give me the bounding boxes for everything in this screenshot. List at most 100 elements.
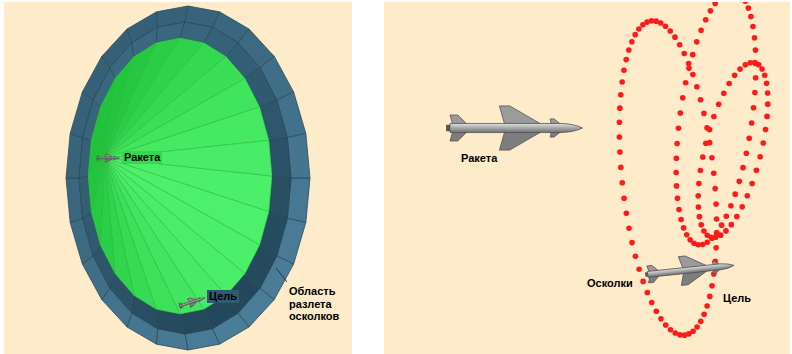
label-text: Осколки [585,277,635,290]
fragment-dot [724,213,730,219]
label-text: Область разлета осколков [287,285,341,323]
fragment-dot [719,222,725,228]
fragment-dot [678,110,684,116]
fragment-dot [663,23,669,29]
fragment-dot [695,193,701,199]
fragment-dot [617,134,623,140]
fragment-dot [658,316,664,322]
fragment-dot [619,79,625,85]
fragment-dot [721,90,727,96]
fragment-dot [676,126,682,132]
fragment-dot [726,81,732,87]
fragment-dot [740,165,746,171]
fragment-dot [711,170,717,176]
fragment-dot [745,193,751,199]
band-facet [269,176,291,218]
fragment-dot [636,266,642,272]
fragment-dot [683,80,689,86]
fragment-dot [703,17,709,23]
fragment-dot [746,135,752,141]
fragment-rings [446,2,770,338]
fragment-dot [701,111,707,117]
fragment-dot [694,39,700,45]
fragment-dot [751,105,757,111]
fragment-dot [752,90,758,96]
fragment-dot [690,72,696,78]
fragment-dot [754,168,760,174]
fragment-dot [709,283,715,289]
fragment-dot [626,47,632,53]
label-text: Цель [721,292,753,305]
fragment-dot [687,237,693,243]
fragment-dot [694,84,700,90]
fragment-dot [765,101,771,107]
fragment-dot [698,319,704,325]
fragment-dot [686,61,692,67]
fragment-dot [762,72,768,78]
fragment-dot [753,47,759,53]
fragment-dot [759,66,765,72]
fragment-dot [732,73,738,79]
fragment-dot [744,150,750,156]
fragment-dot [707,294,713,300]
fragment-dot [680,95,686,101]
fragment-dot [618,165,624,171]
fragment-dot [734,214,740,220]
fragment-dot [723,228,729,234]
fragment-dot [728,203,734,209]
fragment-dot [697,214,703,220]
fragment-dot [623,57,629,63]
fragment-dot [618,92,624,98]
fragment-dot [633,254,639,260]
fragment-dot [696,204,702,210]
fragment-dot [753,75,759,81]
fragment-dot [681,225,687,231]
fragment-dot [658,20,664,26]
fragment-dot [713,245,719,251]
fragment-dot [698,168,704,174]
fragment-dot [632,32,638,38]
fragment-dot [703,140,709,146]
cone-facet [105,140,272,176]
fragment-dot [708,8,714,14]
fragment-dot [712,2,718,6]
fragment-dot [629,240,635,246]
fragment-dot [698,97,704,103]
fragment-dot [675,196,681,202]
fragment-dot [700,154,706,160]
fragment-dot [765,90,771,96]
fragment-dot [712,186,718,192]
fragment-dot [696,181,702,187]
fragment-dot [629,39,635,45]
fragment-dot [674,183,680,189]
fragment-dot [649,300,655,306]
fragment-dot [701,228,707,234]
fragment-dot [694,324,700,330]
fragment-dot [677,42,683,48]
fragment-dot [752,35,758,41]
missile-icon [446,106,582,150]
fragment-dot [617,120,623,126]
fragment-dot [667,28,673,34]
fragment-dot [672,34,678,40]
fragment-dot [645,290,651,296]
fragment-dot [684,232,690,238]
fragment-dot [701,312,707,318]
fragment-dot [716,102,722,108]
fragment-dot [636,26,642,32]
fragment-dot [764,81,770,87]
fragment-dot [709,155,715,161]
target-icon [644,251,736,289]
panel-ground [4,2,352,354]
fragment-dot [686,66,692,72]
fragment-dot [746,5,752,11]
fragment-dot [718,232,724,238]
fragment-dot [690,52,696,58]
fragment-dot [663,322,669,328]
target-icon [178,294,207,311]
label-text: Ракета [459,152,499,165]
fragment-dot [739,204,745,210]
ring-facet [287,178,310,223]
